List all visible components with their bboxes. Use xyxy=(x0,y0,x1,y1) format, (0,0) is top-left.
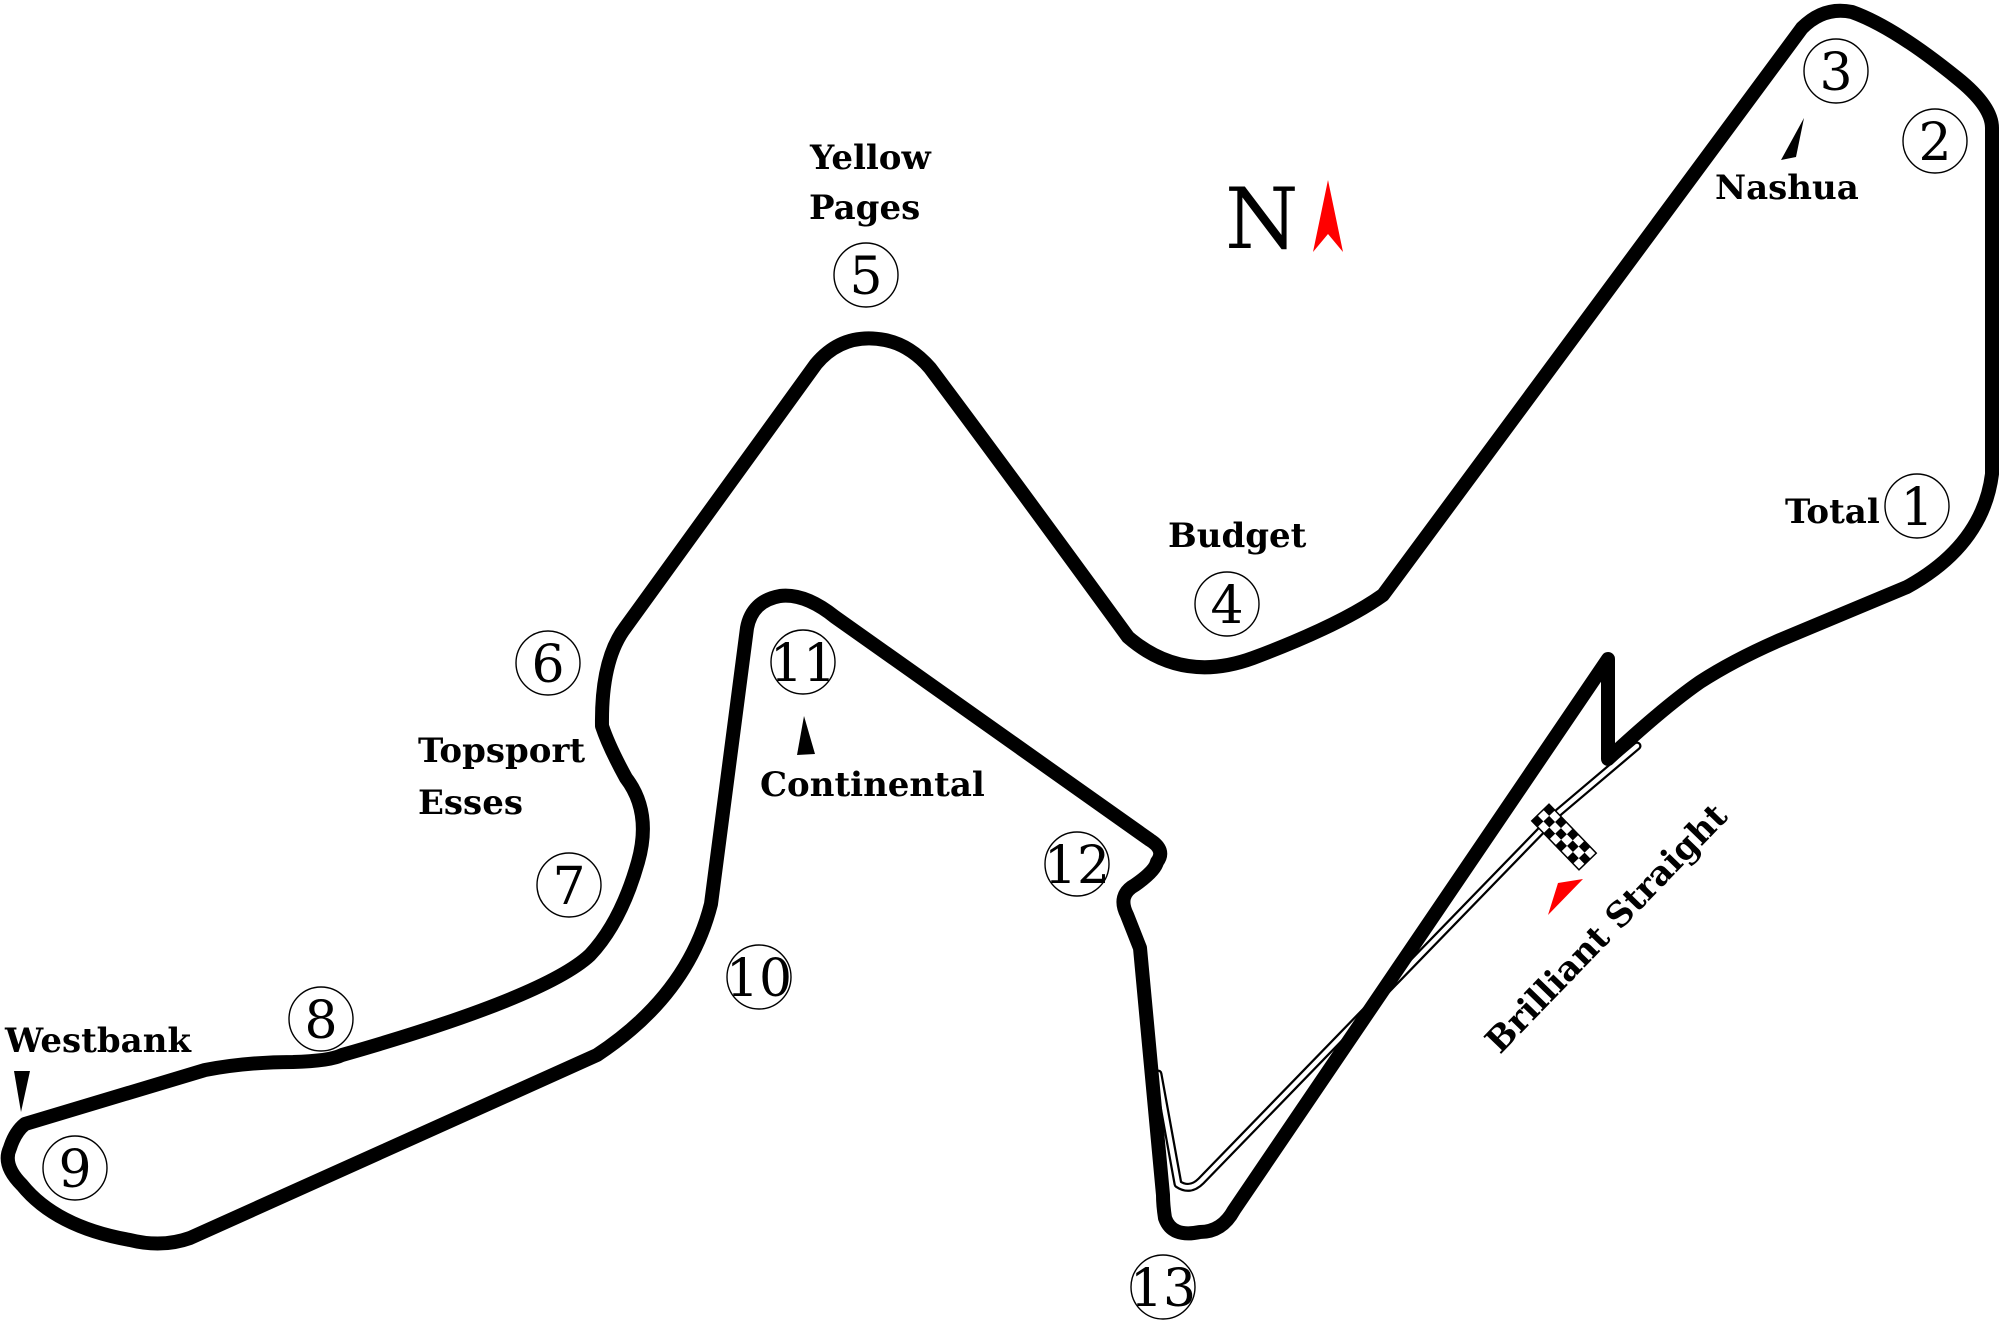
svg-text:7: 7 xyxy=(552,857,585,917)
svg-text:6: 6 xyxy=(531,635,564,695)
label-nashua: Nashua xyxy=(1715,168,1859,208)
section-marker-icon xyxy=(797,716,815,755)
svg-text:8: 8 xyxy=(304,991,337,1051)
svg-text:3: 3 xyxy=(1819,43,1852,103)
corner-13: 13 xyxy=(1130,1254,1196,1320)
svg-text:9: 9 xyxy=(58,1140,91,1200)
svg-text:4: 4 xyxy=(1210,576,1243,636)
label-yellow-pages-line2: Pages xyxy=(809,188,920,228)
north-label: N xyxy=(1225,170,1299,268)
svg-text:1: 1 xyxy=(1900,478,1933,538)
corner-5: 5 xyxy=(833,242,899,308)
track-outline xyxy=(0,3,1999,1251)
label-yellow-pages-line1: Yellow xyxy=(809,138,931,178)
corner-8: 8 xyxy=(288,986,354,1052)
corner-2: 2 xyxy=(1902,108,1968,174)
label-topsport-line1: Topsport xyxy=(418,731,585,771)
start-finish-line-icon xyxy=(1530,803,1598,871)
label-brilliant-straight: Brilliant Straight xyxy=(1478,796,1736,1061)
label-total: Total xyxy=(1785,492,1880,532)
corner-6: 6 xyxy=(515,630,581,696)
svg-text:13: 13 xyxy=(1130,1259,1196,1319)
svg-text:2: 2 xyxy=(1918,113,1951,173)
svg-text:11: 11 xyxy=(770,634,836,694)
svg-text:12: 12 xyxy=(1044,836,1110,896)
corner-12: 12 xyxy=(1044,831,1110,897)
svg-text:5: 5 xyxy=(849,247,882,307)
section-marker-icon xyxy=(14,1071,30,1112)
section-marker-icon xyxy=(1781,118,1804,160)
svg-text:10: 10 xyxy=(726,949,792,1009)
label-westbank: Westbank xyxy=(4,1021,192,1061)
label-topsport-line2: Esses xyxy=(418,783,523,823)
corner-10: 10 xyxy=(726,944,792,1010)
label-budget: Budget xyxy=(1168,516,1307,556)
north-arrow-icon xyxy=(1313,180,1343,252)
corner-9: 9 xyxy=(42,1135,108,1201)
corner-4: 4 xyxy=(1194,571,1260,637)
direction-arrow-icon xyxy=(1548,879,1583,915)
label-continental: Continental xyxy=(760,765,985,805)
corner-markers: 1 2 3 4 5 6 7 8 9 10 11 12 13 xyxy=(42,38,1968,1320)
pit-lane xyxy=(1153,741,1642,1192)
corner-1: 1 xyxy=(1884,473,1950,539)
corner-11: 11 xyxy=(770,629,836,695)
corner-3: 3 xyxy=(1803,38,1869,104)
corner-7: 7 xyxy=(536,852,602,918)
